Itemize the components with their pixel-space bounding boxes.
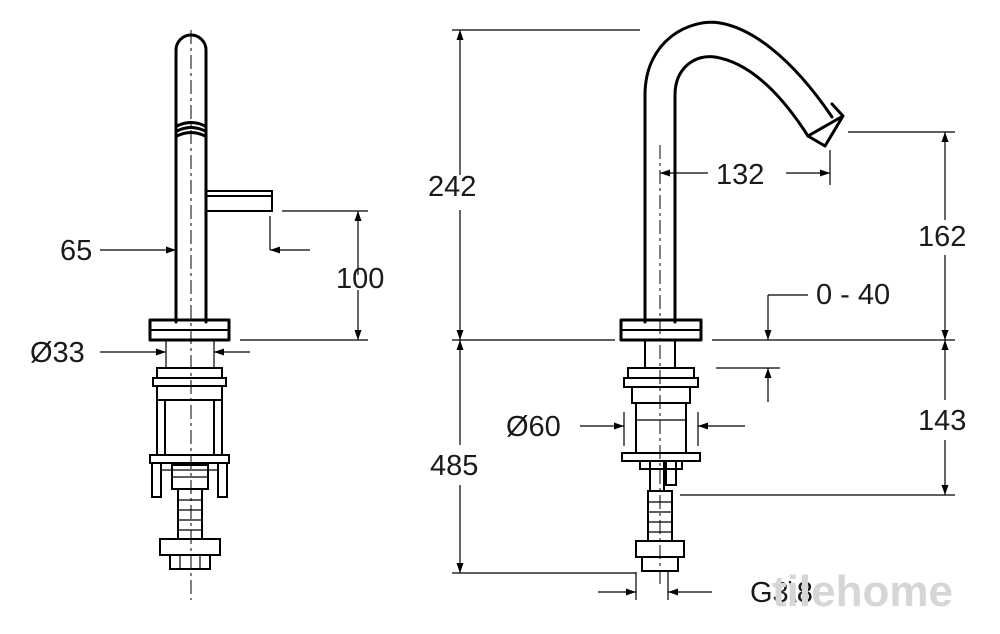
dim-front-deck-thickness: 0 - 40 (716, 279, 890, 402)
dim-front-spout-reach: 132 (660, 150, 831, 191)
dim-front-below-deck: 485 (430, 340, 636, 574)
dim-front-body-diameter: Ø60 (506, 411, 745, 446)
dim-label-front-mount-depth: 143 (918, 405, 966, 437)
side-handle-lever (206, 190, 273, 212)
dim-connection-thread: G3\8 (598, 572, 813, 609)
dim-label-front-total-height: 242 (428, 171, 476, 203)
dim-label-side-shank-diameter: Ø33 (30, 337, 85, 369)
front-gooseneck-spout (643, 20, 834, 324)
dim-label-front-outlet-height: 162 (918, 221, 966, 253)
dim-label-front-spout-reach: 132 (716, 159, 764, 191)
dim-front-total-height: 242 (428, 29, 640, 341)
dim-side-spout-height: 65 (60, 216, 310, 267)
dim-front-mount-depth: 143 (680, 340, 966, 496)
watermark: tilehome (772, 567, 953, 616)
side-spout-column (174, 33, 208, 324)
front-view: 242 132 162 0 - 40 (428, 20, 966, 609)
dim-label-connection-thread: G3\8 (750, 577, 813, 609)
dim-label-front-body-diameter: Ø60 (506, 411, 561, 443)
dim-label-front-below-deck: 485 (430, 450, 478, 482)
dim-side-lever-height: 100 (240, 210, 384, 341)
front-mounting-body (621, 367, 701, 492)
front-threaded-connector (635, 490, 685, 572)
dim-side-shank-diameter: Ø33 (30, 337, 250, 369)
dim-label-side-lever-height: 100 (336, 263, 384, 295)
dim-front-outlet-height: 162 (712, 131, 966, 341)
dim-label-side-spout-height: 65 (60, 235, 92, 267)
side-threaded-connector (159, 464, 221, 570)
front-spout-outlet (806, 102, 845, 148)
dim-label-front-deck-thickness: 0 - 40 (816, 279, 890, 311)
side-mounting-bracket (149, 367, 230, 498)
side-view: 65 100 Ø33 (30, 30, 384, 600)
